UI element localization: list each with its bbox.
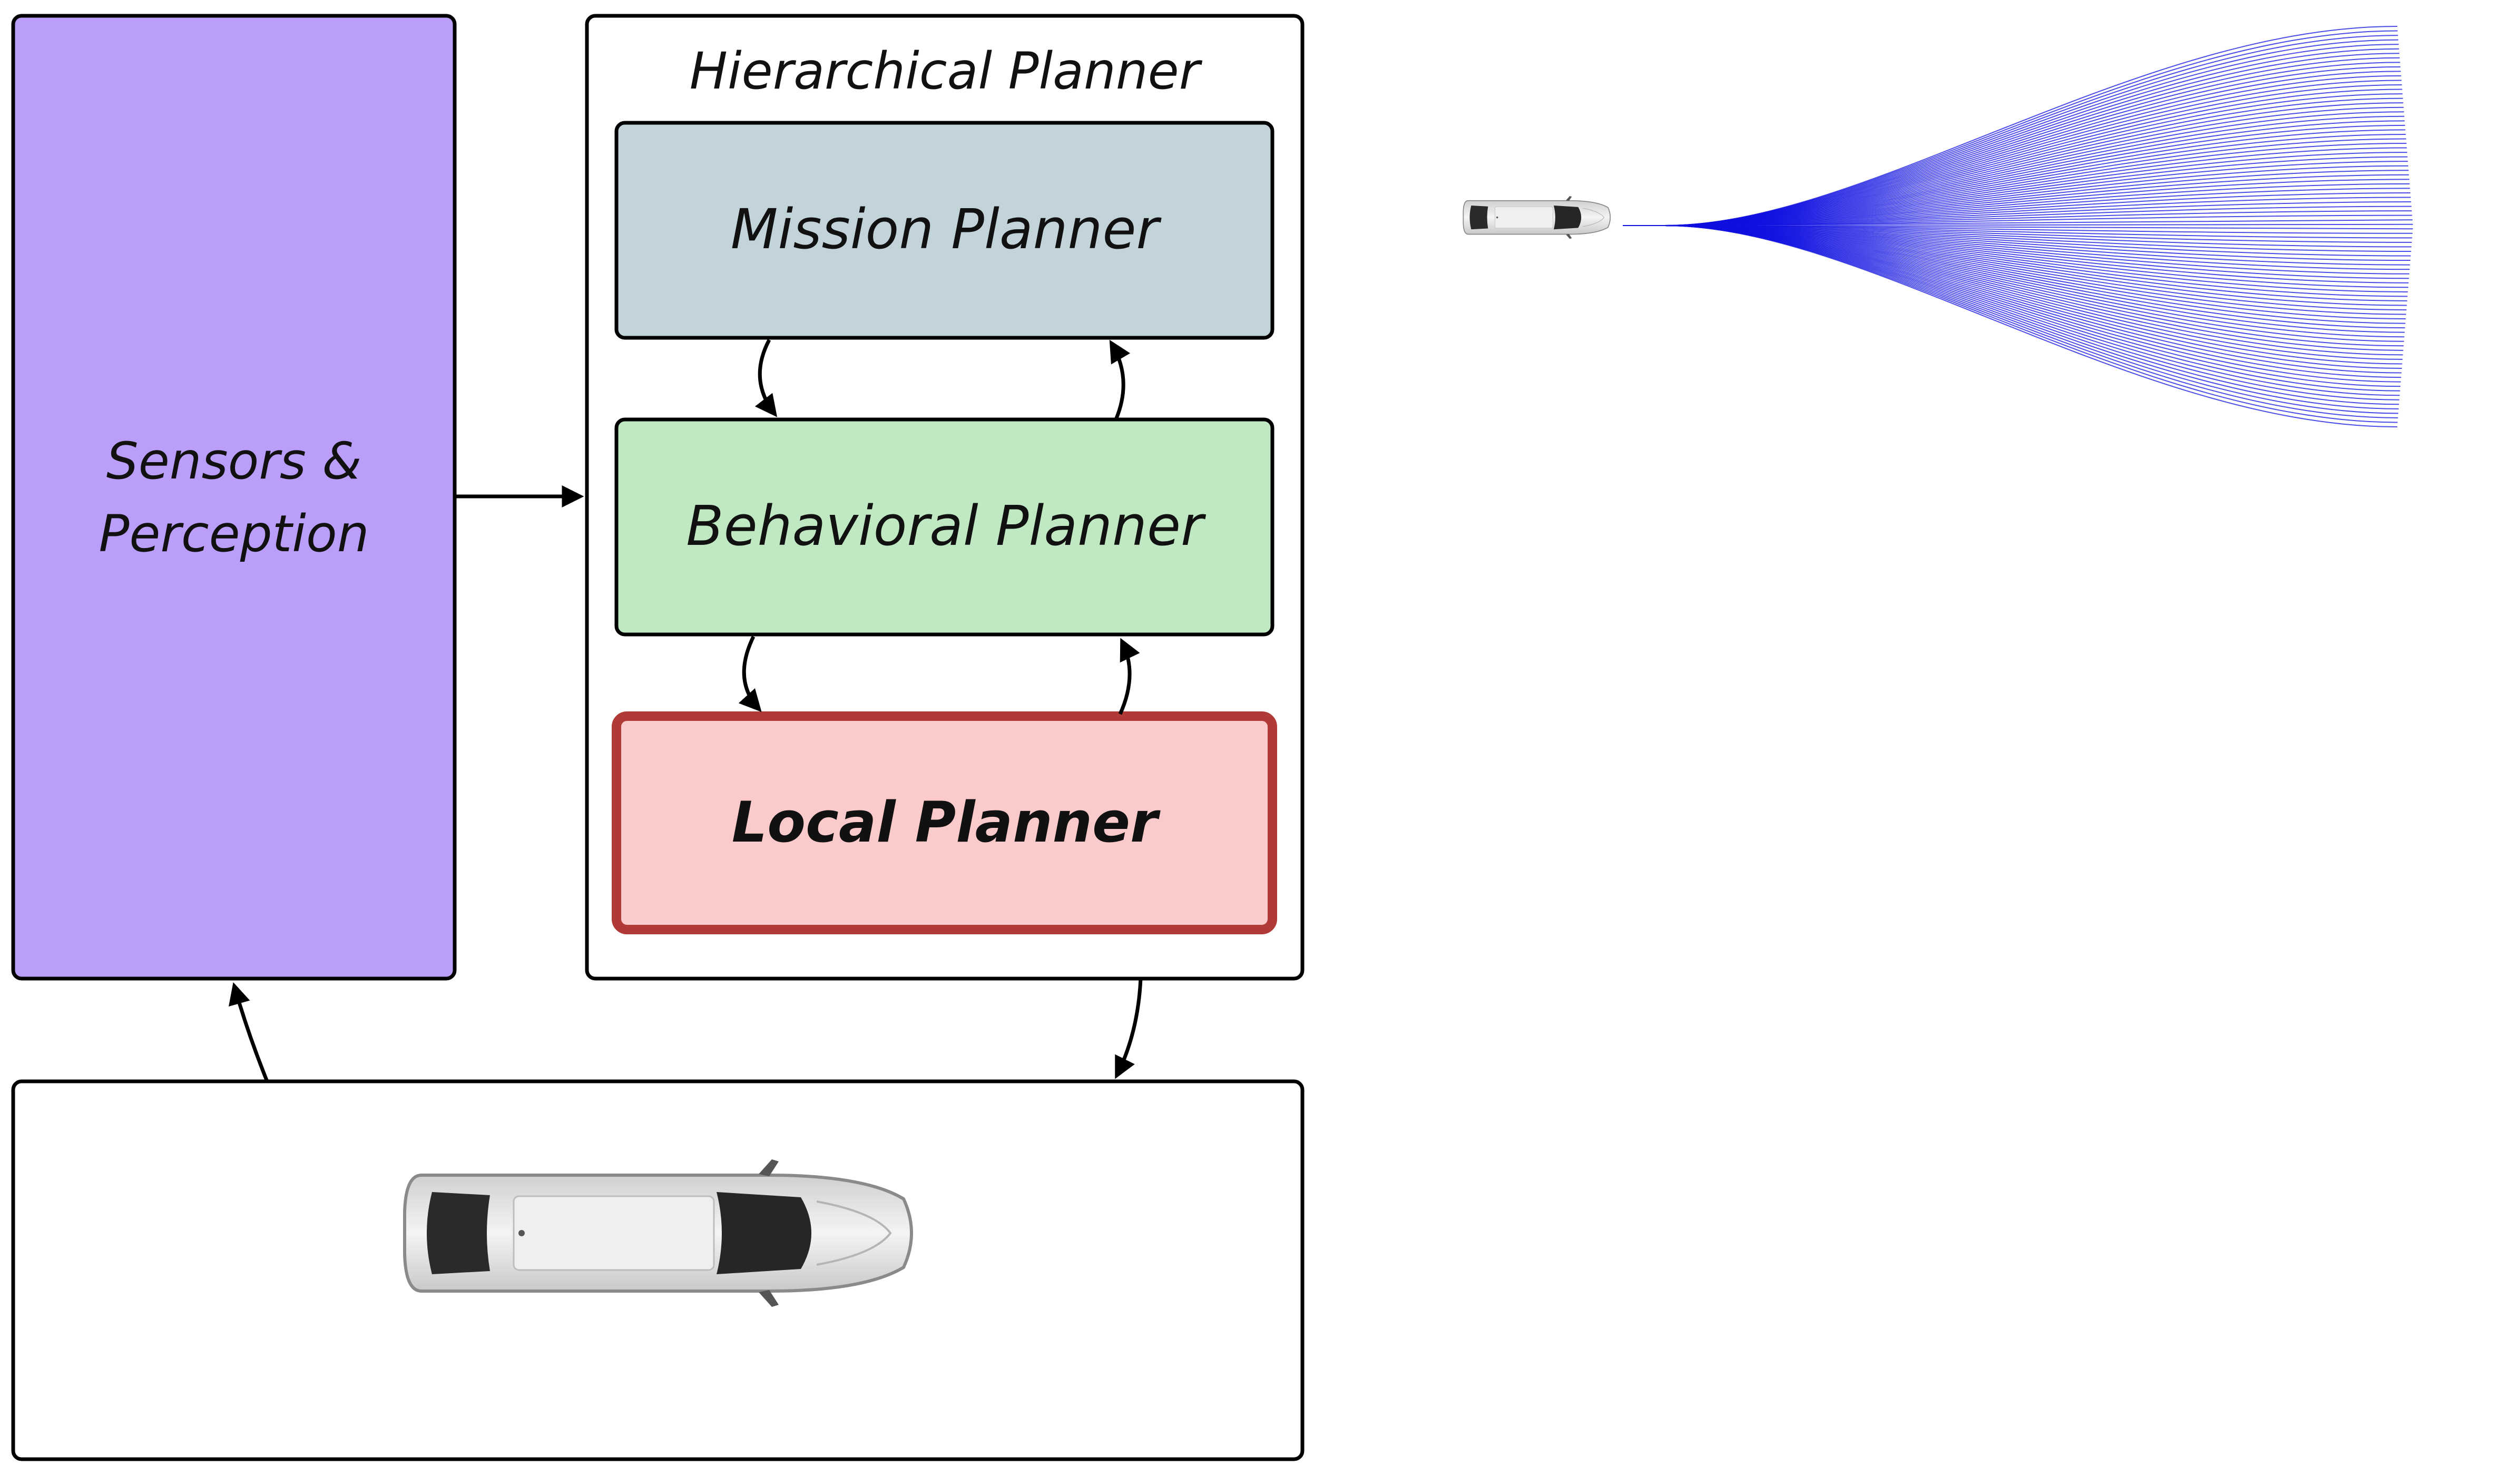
arrow-behavioral-to-mission [1109,339,1131,421]
behavioral-planner-label: Behavioral Planner [686,494,1207,558]
local-planner-label: Local Planner [732,790,1161,855]
behavioral-planner-block: Behavioral Planner [614,417,1274,637]
trajectory-line [1623,93,2403,226]
trajectory-line [1623,225,2405,338]
arrows [228,339,1143,1082]
sensors-perception-block: Sensors & Perception [11,14,457,981]
vehicle-block [11,1079,1305,1461]
arrow-vehicle-to-sensors [228,982,269,1082]
arrow-local-to-behavioral [1118,638,1140,715]
sensors-label-line1: Sensors & [106,432,361,491]
mission-planner-label: Mission Planner [731,197,1162,261]
trajectory-line [1623,225,2398,423]
local-planner-block: Local Planner [612,711,1277,934]
hierarchical-planner-title: Hierarchical Planner [690,42,1203,101]
car-top-view-icon [1463,196,1611,240]
arrow-planner-to-vehicle [1115,978,1143,1079]
mission-planner-block: Mission Planner [614,121,1274,340]
trajectory-line [1623,225,2401,383]
trajectory-line [1623,225,2398,427]
trajectory-line [1623,225,2401,378]
arrow-behavioral-to-local [738,636,762,712]
car-top-view-icon [405,1159,911,1307]
trajectory-fan-illustration [1463,26,2413,427]
sensors-label-line2: Perception [99,504,369,563]
trajectory-lines [1623,26,2413,427]
arrow-mission-to-behavioral [754,339,778,417]
trajectory-line [1623,66,2401,226]
trajectory-line [1623,225,2400,396]
